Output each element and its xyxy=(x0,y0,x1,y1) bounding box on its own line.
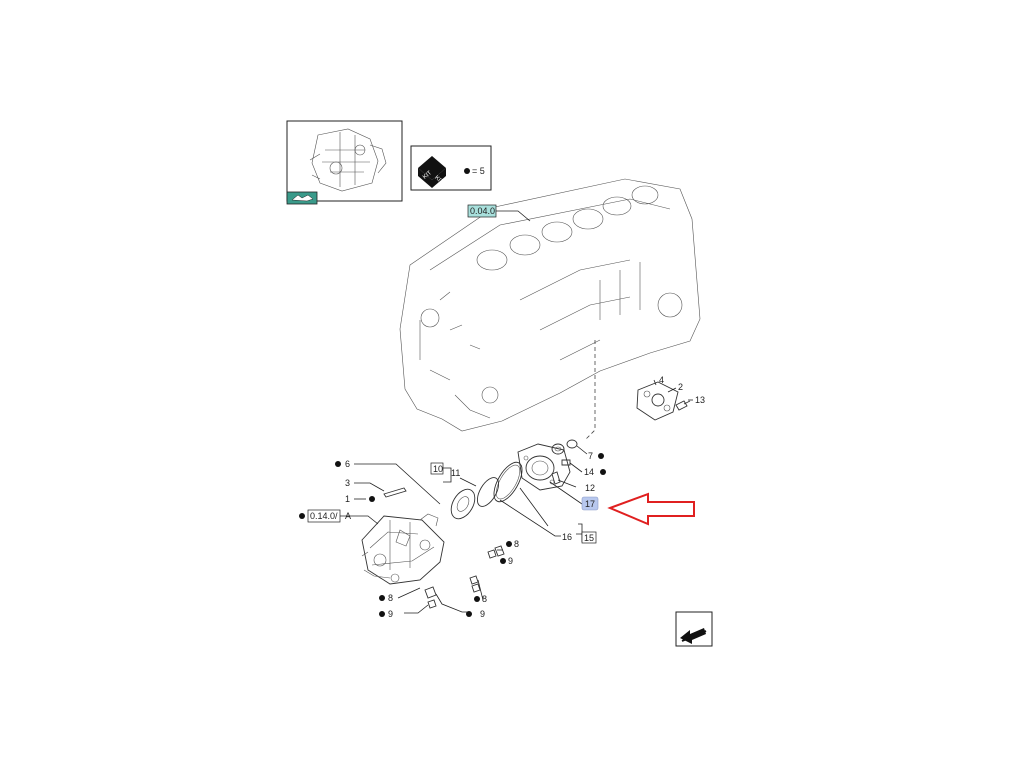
svg-text:KIT: KIT xyxy=(422,170,433,181)
label-1: 1 xyxy=(345,494,350,504)
label-14: 14 xyxy=(584,467,594,477)
oring-large xyxy=(493,461,523,503)
label-10: 10 xyxy=(433,464,443,474)
engine-block xyxy=(399,178,701,432)
kit-legend: KIT KIT = 5 xyxy=(410,145,492,191)
label-2: 2 xyxy=(678,382,683,392)
kit-mark-8b xyxy=(474,596,480,602)
fitting-lower xyxy=(424,575,481,609)
kit-mark-9a xyxy=(500,558,506,564)
label-17: 17 xyxy=(585,499,595,509)
svg-text:KIT: KIT xyxy=(433,175,444,186)
pump-gear xyxy=(450,488,476,520)
block-reference-text: 0.04.0 xyxy=(470,206,495,216)
kit-mark-pump xyxy=(299,513,305,519)
label-6: 6 xyxy=(345,459,350,469)
label-15: 15 xyxy=(584,533,594,543)
label-8b: 8 xyxy=(482,594,487,604)
label-9c: 9 xyxy=(388,609,393,619)
bolt-14 xyxy=(561,459,571,466)
label-8c: 8 xyxy=(388,593,393,603)
kit-mark-7 xyxy=(598,453,604,459)
kit-legend-text: = 5 xyxy=(472,166,485,176)
label-11: 11 xyxy=(451,468,460,478)
label-3: 3 xyxy=(345,478,350,488)
pump-reference-text: 0.14.0/ xyxy=(310,511,338,521)
kit-mark-6 xyxy=(335,461,341,467)
kit-mark-8c xyxy=(379,595,385,601)
label-4: 4 xyxy=(659,375,664,385)
screw-13 xyxy=(675,400,691,411)
book-arrow-icon[interactable] xyxy=(286,191,318,205)
kit-mark-8a xyxy=(506,541,512,547)
page-arrow-icon[interactable] xyxy=(675,611,713,647)
highlight-17[interactable]: 17 xyxy=(581,496,599,511)
fitting-right xyxy=(487,545,505,559)
pin-3 xyxy=(383,487,407,498)
label-16: 16 xyxy=(562,532,572,542)
kit-mark-9b xyxy=(466,611,472,617)
pump-flange xyxy=(517,443,571,491)
cover-plate xyxy=(636,381,679,421)
red-arrow-icon xyxy=(607,492,695,526)
block-reference-tag[interactable]: 0.04.0 xyxy=(467,204,531,222)
bolt-12 xyxy=(551,471,561,485)
label-12: 12 xyxy=(585,483,595,493)
kit-mark-1 xyxy=(369,496,375,502)
label-9a: 9 xyxy=(508,556,513,566)
label-13: 13 xyxy=(695,395,705,405)
box-10[interactable]: 10 xyxy=(430,462,444,475)
box-15[interactable]: 15 xyxy=(581,531,597,544)
kit-box-icon: KIT KIT xyxy=(418,156,446,188)
assembly-axis xyxy=(584,340,596,441)
kit-bullet xyxy=(464,168,470,174)
seal-ring-7 xyxy=(566,439,578,449)
injection-pump xyxy=(361,513,445,585)
kit-mark-14 xyxy=(600,469,606,475)
oring-small xyxy=(476,477,500,507)
kit-mark-9c xyxy=(379,611,385,617)
label-8a: 8 xyxy=(514,539,519,549)
engine-thumbnail[interactable] xyxy=(286,120,403,205)
pump-reference-tag[interactable]: 0.14.0/ A xyxy=(307,509,379,525)
engine-thumbnail-icon xyxy=(309,128,387,192)
gear-ring xyxy=(551,443,565,455)
label-7: 7 xyxy=(588,451,593,461)
label-9b: 9 xyxy=(480,609,485,619)
